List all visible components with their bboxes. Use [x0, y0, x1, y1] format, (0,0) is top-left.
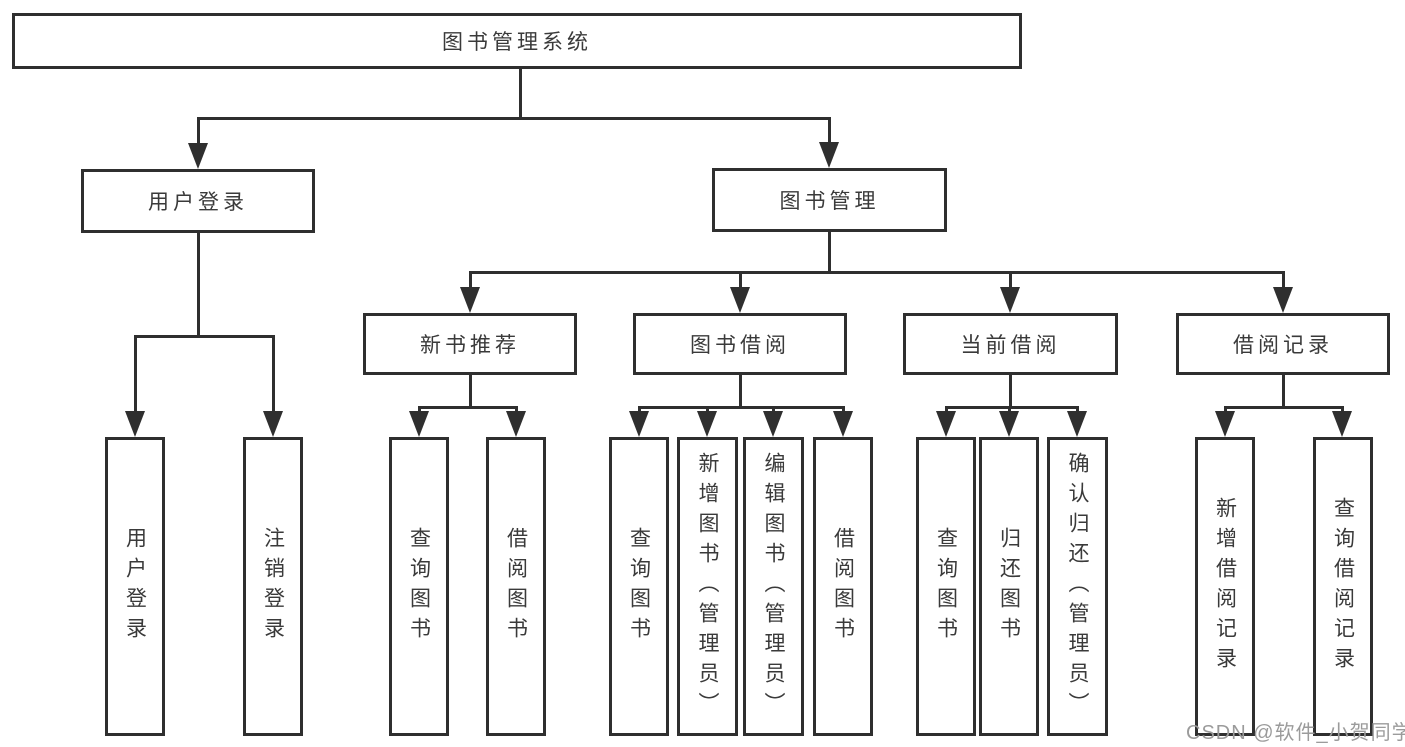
arrowhead-icon	[999, 411, 1019, 437]
node-current-borrow: 当前借阅	[903, 313, 1118, 375]
leaf-query-borrow-record-label: 查询借阅记录	[1331, 496, 1355, 677]
connector-line	[418, 406, 518, 409]
arrowhead-icon	[936, 411, 956, 437]
arrowhead-icon	[460, 287, 480, 313]
connector-line	[828, 117, 831, 151]
node-new-book-recommend-label: 新书推荐	[420, 334, 520, 357]
arrowhead-icon	[1273, 287, 1293, 313]
node-book-borrow-label: 图书借阅	[690, 334, 790, 357]
leaf-edit-book-admin-label: 编辑图书（管理员）	[762, 451, 785, 722]
connector-line	[469, 271, 472, 289]
arrowhead-icon	[730, 287, 750, 313]
leaf-confirm-return-admin: 确认归还（管理员）	[1047, 437, 1108, 736]
csdn-watermark: CSDN @软件_小贺同学	[1186, 722, 1405, 744]
leaf-recommend-query-book: 查询图书	[389, 437, 449, 736]
leaf-confirm-return-admin-label: 确认归还（管理员）	[1066, 451, 1089, 722]
node-book-management-label: 图书管理	[779, 190, 880, 213]
arrowhead-icon	[1067, 411, 1087, 437]
connector-line	[1009, 271, 1012, 289]
leaf-add-borrow-record: 新增借阅记录	[1195, 437, 1255, 736]
arrowhead-icon	[1000, 287, 1020, 313]
leaf-logout: 注销登录	[243, 437, 303, 736]
connector-line	[197, 117, 831, 120]
node-user-login-label: 用户登录	[148, 191, 248, 214]
arrowhead-icon	[409, 411, 429, 437]
arrowhead-icon	[697, 411, 717, 437]
connector-line	[469, 375, 472, 409]
arrowhead-icon	[629, 411, 649, 437]
leaf-current-query-book: 查询图书	[916, 437, 976, 736]
leaf-return-book: 归还图书	[979, 437, 1039, 736]
arrowhead-icon	[263, 411, 283, 437]
node-borrow-record-label: 借阅记录	[1233, 334, 1333, 357]
connector-line	[134, 335, 137, 415]
leaf-borrow-query-book: 查询图书	[609, 437, 669, 736]
leaf-logout-label: 注销登录	[261, 526, 285, 647]
connector-line	[197, 117, 200, 151]
arrowhead-icon	[1332, 411, 1352, 437]
leaf-user-login: 用户登录	[105, 437, 165, 736]
leaf-recommend-borrow-book-label: 借阅图书	[504, 526, 528, 647]
leaf-borrow-book-label: 借阅图书	[831, 526, 855, 647]
leaf-borrow-query-book-label: 查询图书	[627, 526, 651, 647]
leaf-recommend-borrow-book: 借阅图书	[486, 437, 546, 736]
node-library-system-label: 图书管理系统	[442, 31, 592, 54]
leaf-current-query-book-label: 查询图书	[934, 526, 958, 647]
leaf-return-book-label: 归还图书	[997, 526, 1021, 647]
connector-line	[1224, 406, 1344, 409]
arrowhead-icon	[763, 411, 783, 437]
connector-line	[945, 406, 1078, 409]
connector-line	[197, 233, 200, 338]
arrowhead-icon	[819, 142, 839, 168]
connector-line	[828, 232, 831, 273]
leaf-user-login-label: 用户登录	[123, 526, 147, 647]
leaf-edit-book-admin: 编辑图书（管理员）	[743, 437, 804, 736]
node-library-system: 图书管理系统	[12, 13, 1022, 69]
connector-line	[134, 335, 275, 338]
node-new-book-recommend: 新书推荐	[363, 313, 577, 375]
connector-line	[739, 271, 742, 289]
connector-line	[519, 68, 522, 118]
connector-line	[1282, 271, 1285, 289]
connector-line	[1282, 375, 1285, 409]
arrowhead-icon	[833, 411, 853, 437]
leaf-add-book-admin: 新增图书（管理员）	[677, 437, 738, 736]
leaf-add-borrow-record-label: 新增借阅记录	[1213, 496, 1237, 677]
connector-line	[1009, 375, 1012, 409]
connector-line	[638, 406, 844, 409]
arrowhead-icon	[1215, 411, 1235, 437]
leaf-borrow-book: 借阅图书	[813, 437, 873, 736]
connector-line	[739, 375, 742, 409]
node-book-management: 图书管理	[712, 168, 947, 232]
leaf-recommend-query-book-label: 查询图书	[407, 526, 431, 647]
leaf-query-borrow-record: 查询借阅记录	[1313, 437, 1373, 736]
node-current-borrow-label: 当前借阅	[960, 334, 1061, 357]
arrowhead-icon	[188, 143, 208, 169]
arrowhead-icon	[506, 411, 526, 437]
connector-line	[272, 335, 275, 415]
arrowhead-icon	[125, 411, 145, 437]
node-user-login: 用户登录	[81, 169, 315, 233]
leaf-add-book-admin-label: 新增图书（管理员）	[696, 451, 719, 722]
connector-line	[469, 271, 1285, 274]
node-book-borrow: 图书借阅	[633, 313, 847, 375]
node-borrow-record: 借阅记录	[1176, 313, 1390, 375]
